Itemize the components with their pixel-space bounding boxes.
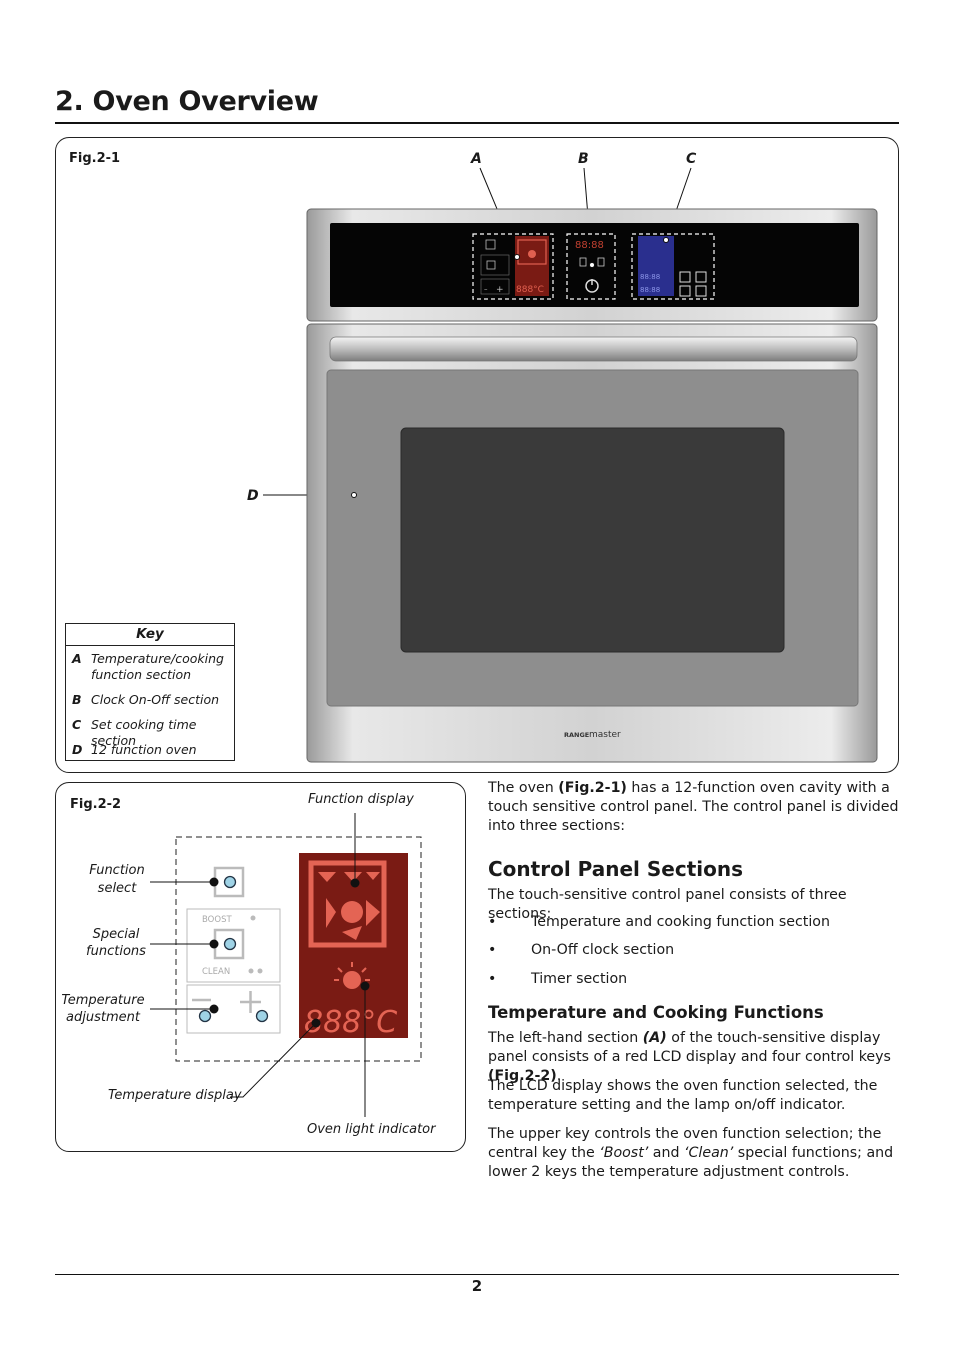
svg-text:–: – [484,285,488,293]
section-b-clock: 88:88 [575,240,604,251]
figure-2-2 [55,782,466,1152]
label-function-display: Function display [308,792,414,807]
heading-temperature-functions: Temperature and Cooking Functions [488,1003,824,1022]
svg-text:88:88: 88:88 [640,286,660,294]
label-oven-light-indicator: Oven light indicator [307,1122,436,1137]
callout-c: C [686,151,697,167]
control-panel-detail: BOOST CLEAN 888°C [150,813,422,1117]
callout-d: D [247,488,259,504]
section-c-outline [631,233,715,300]
heading-control-panel-sections: Control Panel Sections [488,857,743,881]
paragraph-left-hand-section: The left-hand section (A) of the touch-s… [488,1030,891,1084]
title-rule [55,122,899,124]
page-title: 2. Oven Overview [55,86,319,117]
section-a-lcd [515,236,549,296]
figure-2-1 [55,137,899,773]
footer-rule [55,1274,899,1275]
key-table: Key A Temperature/cooking function secti… [65,623,235,761]
special-functions-panel [186,908,281,983]
callout-b: B [578,151,589,167]
label-special-functions: Special functions [86,927,146,959]
clean-label: CLEAN [202,967,230,977]
label-function-select: Function select [89,863,145,896]
figure-2-1-label: Fig.2-1 [69,151,121,166]
paragraph-upper-key: The upper key controls the oven function… [488,1126,894,1180]
intro-paragraph: The oven (Fig.2-1) has a 12-function ove… [488,780,899,834]
svg-text:+: + [496,285,504,295]
key-heading: Key [66,624,234,646]
page-number: 2 [471,1277,483,1295]
oven-window [400,427,785,653]
section-a-temp: 888°C [516,285,544,295]
section-a-outline [472,233,554,300]
sections-intro: The touch-sensitive control panel consis… [488,887,847,922]
touch-key-dots [198,875,269,1023]
label-temperature-display: Temperature display [108,1088,242,1103]
brand-logo-large: master [589,730,621,740]
section-b-outline [566,233,616,300]
brand-logo-small: RANGE [564,731,589,739]
boost-label: BOOST [202,915,232,925]
section-c-lcd [638,236,674,296]
svg-text:88:88: 88:88 [640,273,660,281]
oven-handle [329,336,858,362]
label-temperature-adjustment: Temperature adjustment [61,993,145,1025]
callout-a: A [471,151,482,167]
figure-2-2-label: Fig.2-2 [70,797,122,812]
oven-illustration: 888°C – + 88:88 88:88 88:88 RANGE master [263,167,878,763]
paragraph-lcd-display: The LCD display shows the oven function … [488,1078,878,1113]
